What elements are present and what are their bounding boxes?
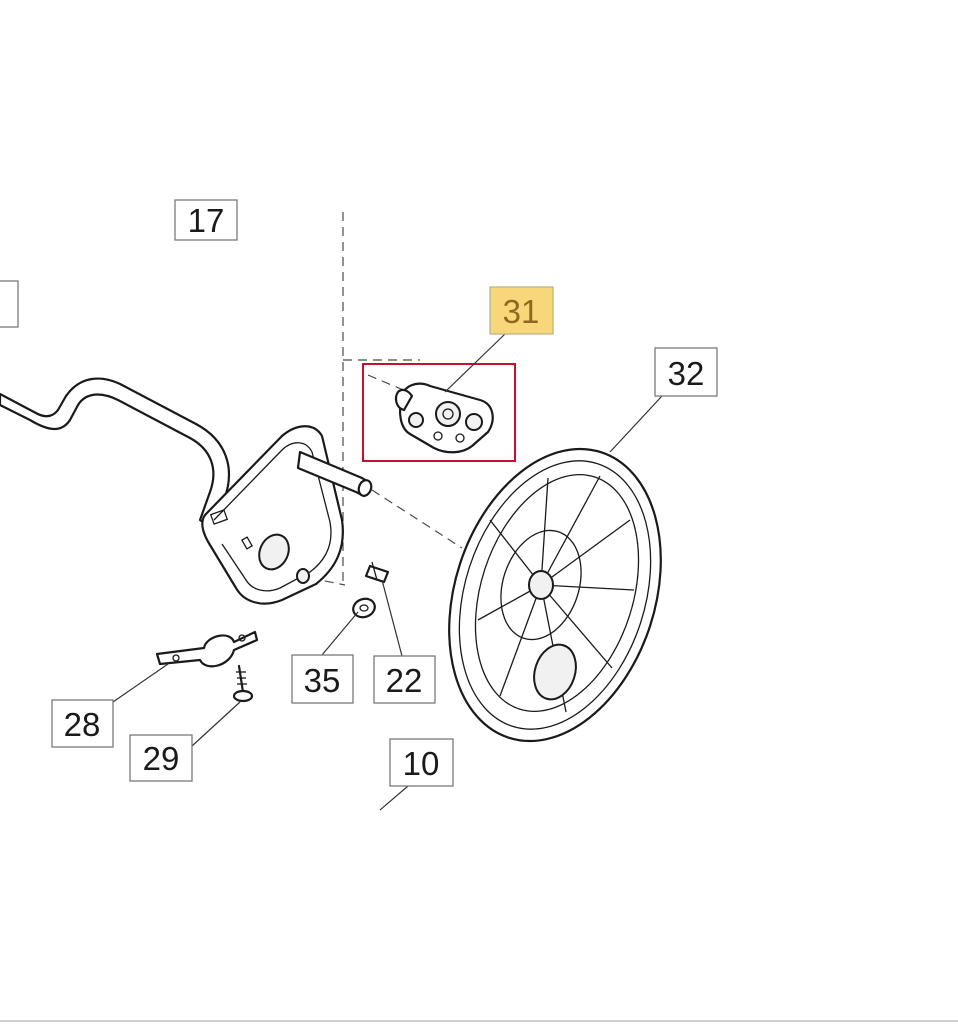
callout-22-label: 22	[386, 662, 423, 699]
callout-35[interactable]: 35	[291, 654, 354, 704]
callout-10-label: 10	[403, 745, 440, 782]
callout-31-highlighted[interactable]: 31	[489, 286, 554, 335]
bolt-part-29	[232, 664, 254, 703]
callout-9[interactable]: 9	[0, 280, 19, 328]
screw-part-22	[364, 561, 390, 584]
washer-part-35	[352, 597, 376, 619]
callout-28[interactable]: 28	[51, 699, 114, 748]
callout-32-label: 32	[668, 355, 705, 392]
callout-22[interactable]: 22	[373, 655, 436, 704]
callout-10[interactable]: 10	[389, 738, 454, 787]
wheel-cover-part	[448, 447, 662, 743]
callout-35-label: 35	[304, 662, 341, 699]
clamp-part-28	[155, 630, 259, 668]
callout-17[interactable]: 17	[174, 199, 238, 241]
axle-tube	[0, 377, 231, 532]
callout-17-label: 17	[188, 202, 225, 239]
callout-31-label: 31	[503, 293, 540, 330]
leader-lines	[112, 333, 663, 811]
callout-28-label: 28	[64, 706, 101, 743]
callout-32[interactable]: 32	[654, 347, 718, 397]
hub-insert-part	[394, 382, 494, 454]
callout-29-label: 29	[143, 740, 180, 777]
wheel-bracket	[201, 425, 373, 605]
callout-29[interactable]: 29	[129, 734, 193, 782]
selected-part-frame	[362, 363, 516, 462]
